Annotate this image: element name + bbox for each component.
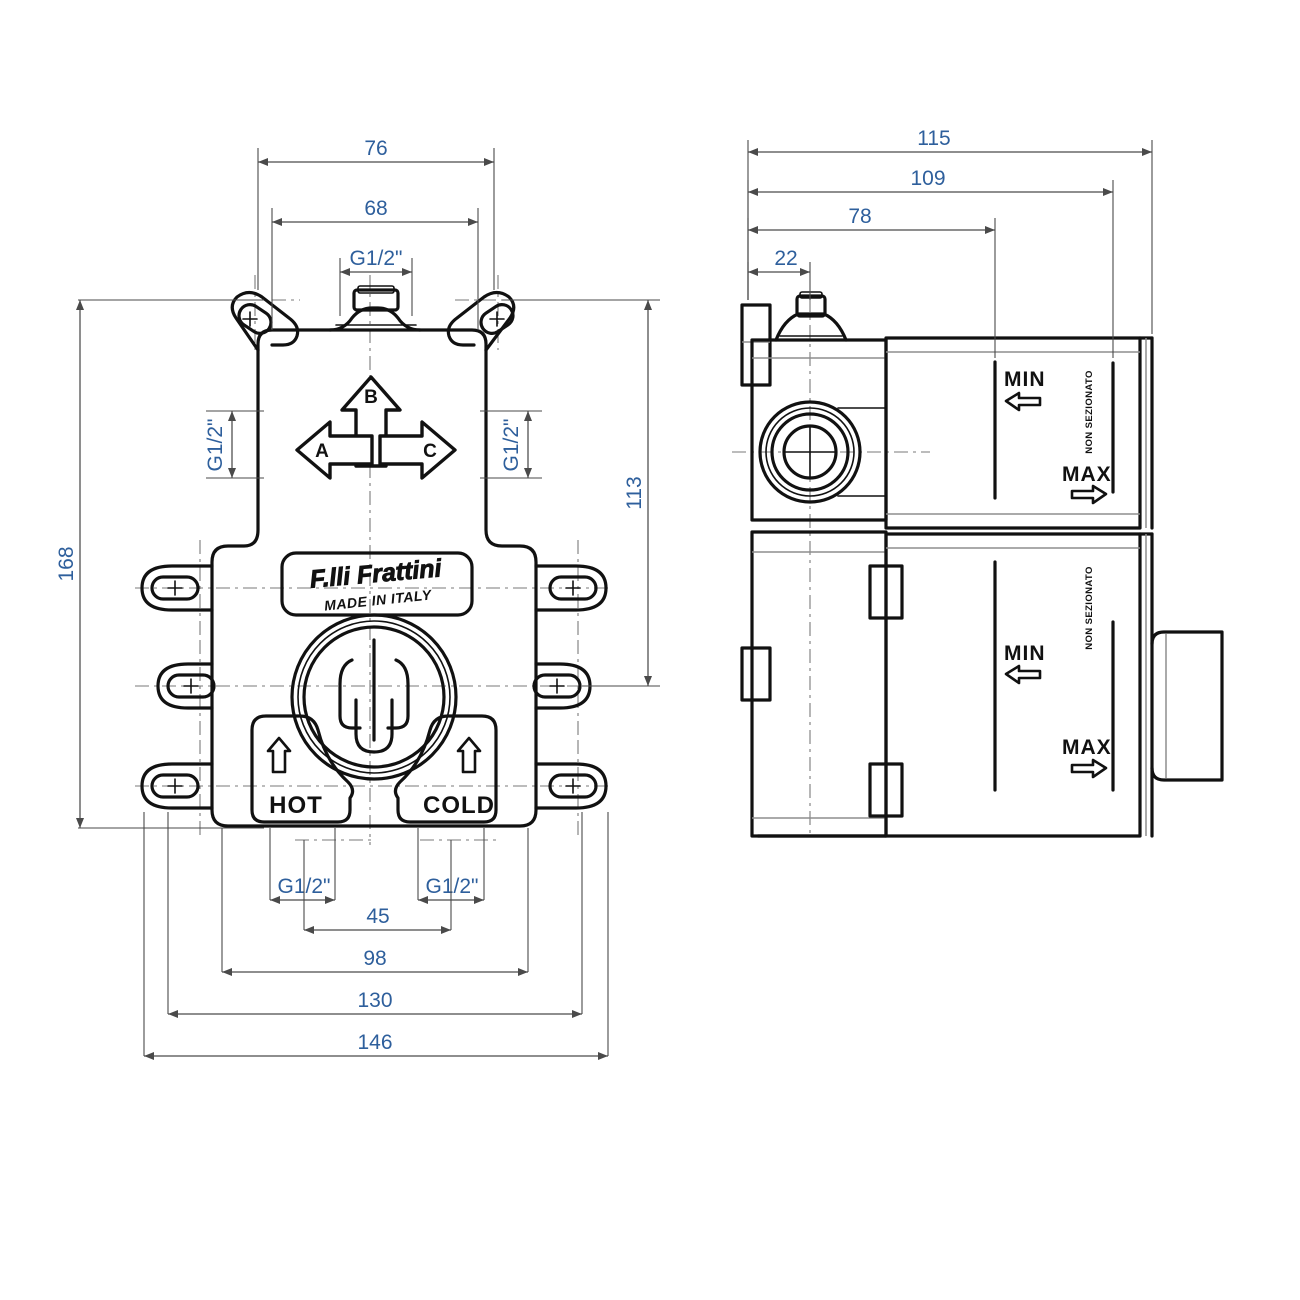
dim-168-text: 168 xyxy=(55,546,78,581)
lower-vertical-note: NON SEZIONATO xyxy=(1084,566,1095,650)
dim-146-text: 146 xyxy=(357,1031,392,1054)
cartridge-emblem xyxy=(290,613,458,781)
side-flange xyxy=(740,303,772,387)
scale-marking-lower: MIN MAX NON SEZIONATO xyxy=(993,560,1115,792)
dim-height-113: 113 xyxy=(502,299,660,687)
dim-depth-78: 78 xyxy=(747,205,996,358)
dim-height-168: 168 xyxy=(55,299,264,829)
front-view-group: F.lli Frattini MADE IN ITALY HOT COLD xyxy=(55,137,660,1060)
dim-depth-22: 22 xyxy=(747,247,811,300)
mount-ear-top-right xyxy=(446,290,516,352)
dim-width-68: 68 xyxy=(271,197,479,330)
dim-port-top-text: G1/2" xyxy=(350,247,403,270)
lower-max-arrow xyxy=(1070,758,1108,779)
dim-22-text: 22 xyxy=(774,247,797,270)
side-lower-body xyxy=(884,532,1142,838)
flow-arrow-a: A xyxy=(295,420,374,480)
top-port xyxy=(328,285,422,332)
dim-port-cold-text: G1/2" xyxy=(426,875,479,898)
lower-min-label: MIN xyxy=(1004,642,1046,665)
dim-port-right: G1/2" xyxy=(480,410,542,479)
flow-arrow-c: C xyxy=(378,420,457,480)
mount-ears-left xyxy=(140,564,216,810)
dim-113-text: 113 xyxy=(623,476,646,509)
upper-max-label: MAX xyxy=(1062,463,1112,486)
dim-port-left-text: G1/2" xyxy=(204,419,227,472)
dim-78-text: 78 xyxy=(848,205,871,228)
lower-min-arrow xyxy=(1004,664,1042,685)
upper-vertical-note: NON SEZIONATO xyxy=(1084,370,1095,454)
dim-port-left: G1/2" xyxy=(204,410,264,479)
dim-width-98: 98 xyxy=(221,828,529,976)
dim-45-text: 45 xyxy=(366,905,389,928)
upper-min-label: MIN xyxy=(1004,368,1046,391)
dim-109-text: 109 xyxy=(910,167,945,190)
side-upper-body xyxy=(884,336,1142,530)
dim-68-text: 68 xyxy=(364,197,387,220)
cold-inlet-block: COLD xyxy=(393,714,498,824)
dim-76-text: 76 xyxy=(364,137,387,160)
dim-port-right-text: G1/2" xyxy=(500,419,523,472)
cold-label: COLD xyxy=(423,792,495,819)
mixer-body-outline xyxy=(210,328,538,828)
dim-98-text: 98 xyxy=(363,947,386,970)
dim-port-top: G1/2" xyxy=(339,247,413,316)
mount-ear-top-left xyxy=(230,290,300,352)
hot-inlet-block: HOT xyxy=(250,714,355,824)
dim-width-76: 76 xyxy=(257,137,495,290)
flow-arrow-a-label: A xyxy=(315,441,329,462)
upper-max-arrow xyxy=(1070,484,1108,505)
dim-130-text: 130 xyxy=(357,989,392,1012)
side-top-cap xyxy=(774,291,848,342)
side-outlet-spigot xyxy=(1150,630,1224,782)
lower-max-label: MAX xyxy=(1062,736,1112,759)
flow-arrow-b-label: B xyxy=(364,387,378,408)
side-view-centerlines xyxy=(732,298,930,836)
side-view-group: MIN MAX NON SEZIONATO MIN MAX NON SEZION… xyxy=(732,127,1224,838)
dim-width-146: 146 xyxy=(143,812,609,1060)
dim-width-130: 130 xyxy=(167,812,583,1018)
side-circular-port xyxy=(758,400,887,504)
hot-label: HOT xyxy=(269,792,323,819)
dim-115-text: 115 xyxy=(917,127,950,150)
flow-arrow-c-label: C xyxy=(423,441,437,462)
mount-ears-right xyxy=(532,564,608,810)
upper-min-arrow xyxy=(1004,391,1042,412)
scale-marking-upper: MIN MAX NON SEZIONATO xyxy=(993,360,1115,505)
dim-width-45: 45 xyxy=(303,840,452,934)
